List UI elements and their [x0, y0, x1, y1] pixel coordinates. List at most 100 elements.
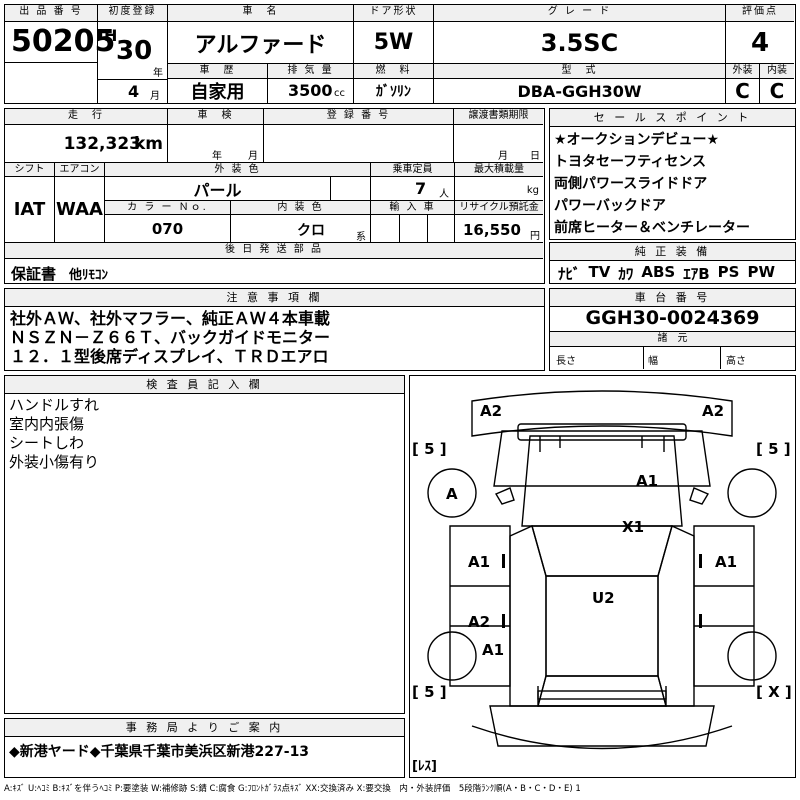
front-grille — [517, 423, 687, 441]
tire-front-left: [ 5 ] — [412, 440, 447, 458]
sales-point-item: 両側パワースライドドア — [554, 176, 708, 192]
right-door-handle — [699, 554, 702, 568]
door-type: 5W — [354, 22, 434, 64]
capacity-label: 乗車定員 — [371, 163, 455, 177]
lot-label: 出 品 番 号 — [5, 5, 98, 22]
color-extra — [331, 177, 371, 201]
load-label: 最大積載量 — [455, 163, 543, 177]
inspector-label: 検 査 員 記 入 欄 — [5, 376, 404, 394]
import-cell — [371, 215, 455, 243]
mark-a1-left: A1 — [468, 553, 490, 571]
equip-navi: ﾅﾋﾞ — [558, 265, 581, 283]
chassis-section: 車 台 番 号 GGH30-0024369 諸 元 長さ 幅 高さ — [549, 288, 796, 371]
left-door-lines — [450, 585, 510, 627]
disp-value: 3500 — [288, 81, 333, 100]
history-label: 車 歴 — [168, 64, 268, 79]
intcolor-value: クロ — [297, 223, 325, 239]
reg-year: 30 — [116, 36, 153, 66]
recycle-cell: 16,550 円 — [455, 215, 543, 243]
int-value: C — [769, 79, 785, 103]
reg-year-cell: H 30 年 — [98, 22, 168, 80]
intcolor-unit: 系 — [356, 232, 366, 243]
reg-label: 初度登録 — [98, 5, 168, 22]
plate-cell — [264, 125, 454, 163]
capacity-value: 7 — [415, 179, 427, 198]
car-name-label: 車 名 — [168, 5, 354, 22]
door-label: ドア形状 — [354, 5, 434, 22]
right-side-outline — [693, 525, 755, 687]
mark-a-wheel: A — [446, 485, 458, 503]
right-door-lines — [694, 585, 754, 627]
color-value: パール — [105, 177, 331, 201]
spec-divider-1 — [643, 346, 644, 369]
reg-month: 4 — [128, 82, 140, 101]
model-label: 型 式 — [434, 64, 726, 79]
reg-month-unit: 月 — [150, 91, 160, 102]
intcolor-cell: クロ 系 — [231, 215, 371, 243]
ac-label: エアコン — [55, 163, 105, 177]
notes-label: 注 意 事 項 欄 — [5, 289, 544, 307]
mileage-value: 132,323 — [63, 134, 141, 154]
rear-bumper-base — [471, 725, 733, 750]
score-value: 4 — [726, 22, 794, 64]
details-section: 走 行 132,323 km 車 検 年 月 登 録 番 号 譲渡書類期限 月 … — [4, 108, 545, 284]
reg-year-unit: 年 — [153, 68, 163, 79]
equipment-list: ﾅﾋﾞ TV ｶﾜ ABS ｴｱB PS PW — [558, 263, 775, 284]
left-side-window — [509, 525, 547, 707]
front-bumper-outline — [471, 390, 733, 437]
lot-number-cell: 50205 — [5, 22, 115, 62]
disp-cell: 3500 cc — [268, 79, 354, 103]
note-line: １２．１型後席ディスプレイ、ＴＲＤエアロ — [10, 347, 329, 366]
inspect-month: 月 — [248, 151, 258, 162]
tire-spare: [ﾚｽ] — [412, 759, 437, 774]
ac-value: WAA — [55, 177, 105, 243]
recycle-value: 16,550 — [463, 221, 521, 239]
chassis-label: 車 台 番 号 — [550, 289, 795, 307]
mark-a2-front-left: A2 — [480, 402, 502, 420]
sales-point-item: パワーバックドア — [554, 198, 666, 214]
later-warranty: 保証書 — [11, 265, 57, 283]
transfer-month: 月 — [498, 151, 508, 162]
front-right-wheel — [727, 468, 777, 518]
equip-tv: TV — [588, 263, 611, 281]
import-label: 輸 入 車 — [371, 201, 455, 215]
sales-points-list: ★オークションデビュー★ トヨタセーフティセンス 両側パワースライドドア パワー… — [554, 129, 750, 239]
equip-ps: PS — [717, 263, 740, 281]
intcolor-label: 内 装 色 — [231, 201, 371, 215]
sales-points-section: セ ー ル ス ポ イ ン ト ★オークションデビュー★ トヨタセーフティセンス… — [549, 108, 796, 240]
transfer-label: 譲渡書類期限 — [454, 109, 543, 125]
note-line: 社外ＡＷ、社外マフラー、純正ＡＷ４本車載 — [10, 309, 330, 328]
hood-lines — [539, 436, 665, 452]
capacity-unit: 人 — [439, 189, 449, 200]
shift-value: IAT — [5, 177, 55, 243]
right-mirror — [689, 487, 710, 505]
equipment-section: 純 正 装 備 ﾅﾋﾞ TV ｶﾜ ABS ｴｱB PS PW — [549, 242, 796, 284]
rear-plate — [537, 690, 667, 700]
right-side-window — [657, 525, 695, 707]
import-divider-2 — [427, 215, 428, 243]
left-mirror — [494, 487, 515, 505]
recycle-label: リサイクル預託金 — [455, 201, 543, 215]
colorno-label: カ ラ ー Ｎｏ. — [105, 201, 231, 215]
tire-rear-right: [ X ] — [756, 683, 792, 701]
mark-a1-right: A1 — [715, 553, 737, 571]
windshield-outline — [531, 525, 673, 577]
later-remote: 他ﾘﾓｺﾝ — [69, 268, 109, 283]
inspect-year: 年 — [212, 151, 222, 162]
notes-lines: 社外ＡＷ、社外マフラー、純正ＡＷ４本車載 ＮＳＺＮ－Ｚ６６Ｔ、バックガイドモニタ… — [10, 309, 330, 366]
inspector-lines: ハンドルすれ 室内内張傷 シートしわ 外装小傷有り — [9, 396, 99, 472]
office-section: 事 務 局 よ り ご 案 内 ◆新港ヤード◆千葉県千葉市美浜区新港227-13 — [4, 718, 405, 778]
model-value: DBA-GGH30W — [434, 79, 726, 103]
inspector-line: シートしわ — [9, 434, 85, 452]
transfer-cell: 月 日 — [454, 125, 543, 163]
mark-a1-rear: A1 — [482, 641, 504, 659]
ext-value: C — [726, 79, 760, 103]
hood-outline — [521, 435, 683, 527]
spec-divider-2 — [720, 346, 721, 369]
mileage-label: 走 行 — [5, 109, 168, 125]
car-diagram-section: A2 A2 A A1 X1 A1 A1 U2 A2 A1 [ 5 ] [ 5 ]… — [409, 375, 796, 778]
rear-body-outline — [537, 686, 667, 707]
inspector-line: ハンドルすれ — [9, 396, 100, 414]
sales-point-item: ★オークションデビュー★ — [554, 132, 720, 148]
grade-value: 3.5SC — [434, 22, 726, 64]
